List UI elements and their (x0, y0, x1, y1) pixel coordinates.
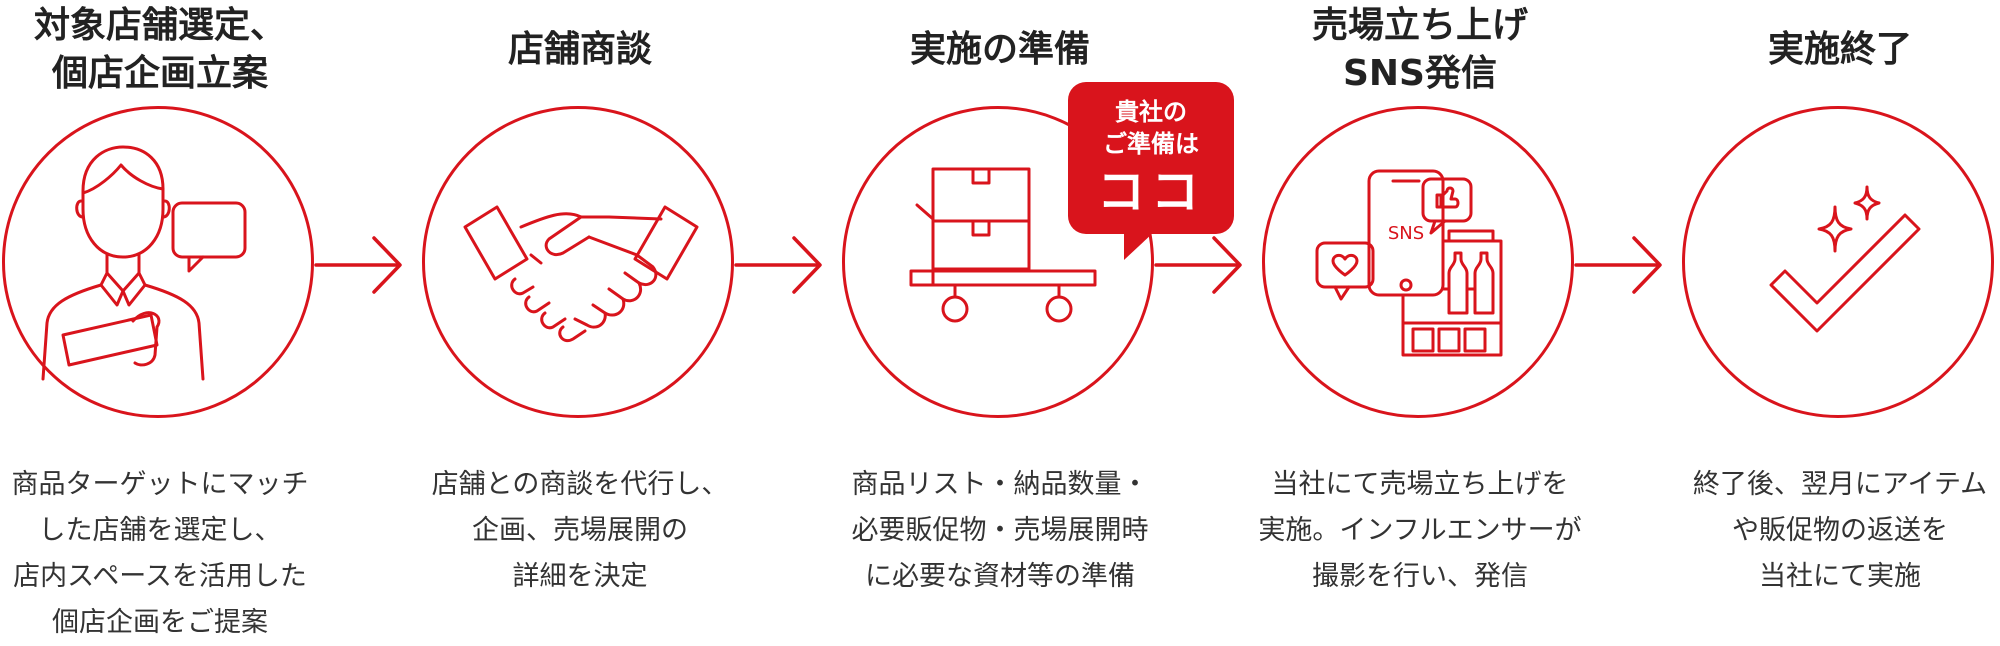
desc-line: 撮影を行い、発信 (1312, 561, 1528, 592)
step-title-line: 個店企画立案 (51, 53, 268, 94)
arrow-right-icon (734, 236, 822, 294)
step-title: 実施終了 (1680, 0, 2000, 100)
step-description: 商品ターゲットにマッチ した店舗を選定し、 店内スペースを活用した 個店企画をご… (0, 462, 330, 646)
step-circle (2, 106, 314, 418)
step-title-line: 店舗商談 (507, 29, 652, 70)
step-title-line: 対象店舗選定、 (33, 5, 286, 46)
step-title-line: 実施の準備 (909, 29, 1090, 70)
smartphone-sns-shelf-icon: SNS (1315, 169, 1503, 357)
desc-line: 商品ターゲットにマッチ (11, 469, 309, 500)
desc-line: 実施。インフルエンサーが (1258, 515, 1582, 546)
checkmark-sparkle-icon (1769, 185, 1921, 333)
arrow-right-icon (314, 236, 402, 294)
step-title: 店舗商談 (420, 0, 740, 100)
callout-line: ご準備は (1103, 130, 1199, 158)
callout-badge: 貴社の ご準備は ココ (1068, 82, 1234, 234)
step-description: 商品リスト・納品数量・ 必要販促物・売場展開時 に必要な資材等の準備 (830, 462, 1170, 600)
arrow-right-icon (1574, 236, 1662, 294)
arrow-right-icon (1154, 236, 1242, 294)
desc-line: 店舗との商談を代行し、 (431, 469, 729, 500)
desc-line: 終了後、翌月にアイテム (1692, 469, 1988, 500)
step-circle: SNS (1262, 106, 1574, 418)
step-title: 売場立ち上げ SNS発信 (1260, 0, 1580, 100)
desc-line: した店舗を選定し、 (38, 515, 282, 546)
step-circle (842, 106, 1154, 418)
callout-tail (1124, 232, 1154, 260)
step-circle (1682, 106, 1994, 418)
step-title-line: SNS発信 (1342, 53, 1497, 94)
step-description: 終了後、翌月にアイテム や販促物の返送を 当社にて実施 (1670, 462, 2000, 600)
step-title: 対象店舗選定、個店企画立案 (0, 0, 320, 100)
step-description: 店舗との商談を代行し、 企画、売場展開の 詳細を決定 (410, 462, 750, 600)
callout-highlight: ココ (1096, 164, 1205, 220)
boxes-cart-icon (909, 167, 1097, 323)
desc-line: 当社にて実施 (1759, 561, 1921, 592)
step-title-line: 実施終了 (1767, 29, 1912, 70)
step-title-line: 売場立ち上げ (1311, 5, 1528, 46)
step-title: 実施の準備 (840, 0, 1160, 100)
svg-text:SNS: SNS (1388, 223, 1424, 244)
desc-line: 企画、売場展開の (472, 515, 688, 546)
handshake-icon (463, 205, 699, 342)
step-description: 当社にて売場立ち上げを 実施。インフルエンサーが 撮影を行い、発信 (1250, 462, 1590, 600)
desc-line: 個店企画をご提案 (52, 607, 268, 638)
desc-line: 必要販促物・売場展開時 (851, 515, 1149, 546)
desc-line: 商品リスト・納品数量・ (851, 469, 1149, 500)
desc-line: や販促物の返送を (1732, 515, 1948, 546)
desc-line: 店内スペースを活用した (13, 561, 307, 592)
step-circle (422, 106, 734, 418)
desc-line: 詳細を決定 (512, 561, 648, 592)
desc-line: に必要な資材等の準備 (865, 561, 1135, 592)
staff-person-speech-icon (41, 145, 247, 381)
desc-line: 当社にて売場立ち上げを (1271, 469, 1569, 500)
callout-line: 貴社の (1115, 98, 1187, 126)
